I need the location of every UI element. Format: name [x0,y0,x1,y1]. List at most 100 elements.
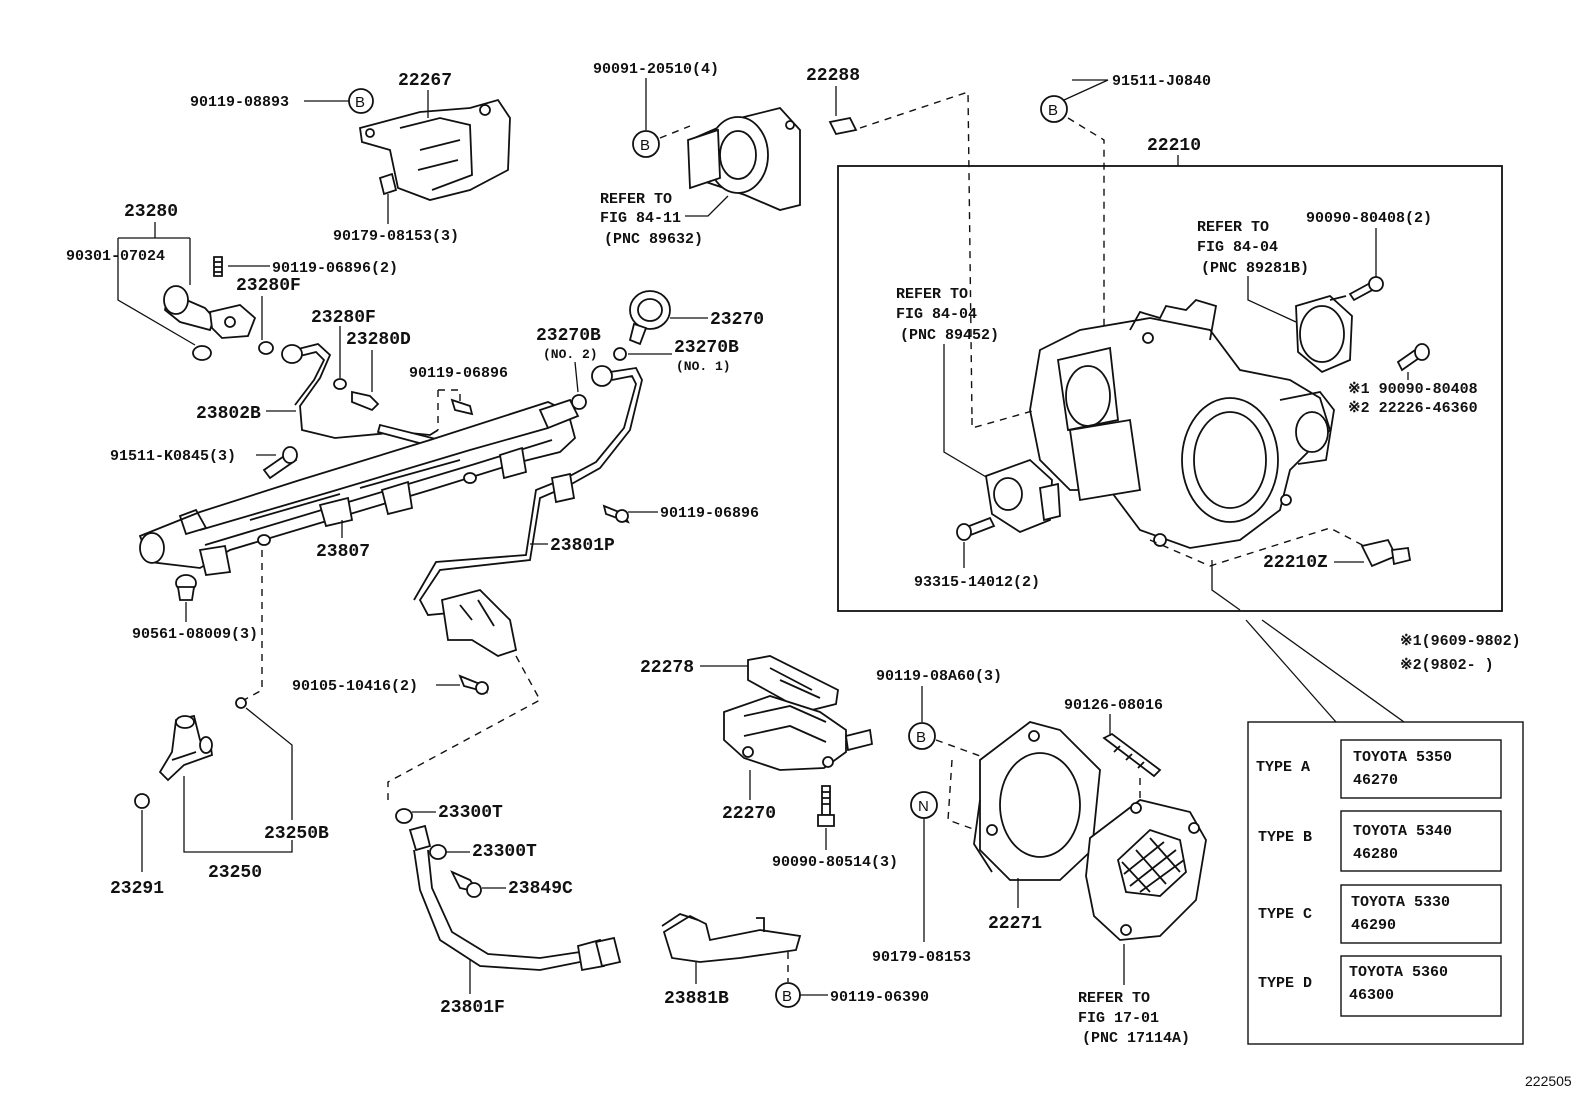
type-row-b: TYPE B TOYOTA 5340 46280 [1258,810,1502,872]
label-90561-08009-3: 90561-08009(3) [132,626,258,643]
label-90105-10416-2: 90105-10416(2) [292,678,418,695]
svg-text:TYPE D: TYPE D [1258,975,1312,992]
fuel-pipe-23801P [413,365,643,657]
figure-number: 222505 [1525,1073,1572,1089]
bracket-23270 [628,290,671,346]
screw-90090-80408 [1348,276,1384,302]
label-90091-20510-4: 90091-20510(4) [593,61,719,78]
gasket-23300T-b [429,844,447,860]
label-refer-84-11-a: REFER TO [600,191,672,208]
svg-text:TYPE B: TYPE B [1258,829,1312,846]
label-23280: 23280 [124,202,178,222]
svg-text:TOYOTA 5330: TOYOTA 5330 [1351,894,1450,911]
washer [258,341,274,355]
label-23300T-b: 23300T [472,842,537,862]
throttle-body-22210 [1029,298,1335,549]
circle-b-marker: B [348,88,374,114]
label-22288: 22288 [806,66,860,86]
label-91511-J0840: 91511-J0840 [1112,73,1211,90]
union-bolt-23849C [450,870,482,898]
gasket-22271 [973,721,1101,881]
label-refer-84-04b-c: (PNC 89452) [900,327,999,344]
stud-90126-08016 [1102,732,1162,778]
svg-text:46290: 46290 [1351,917,1396,934]
label-90179-08153-3: 90179-08153(3) [333,228,459,245]
pressure-regulator-23280 [163,285,257,361]
insulator-fig-17-01 [1085,799,1207,941]
fuel-hose-23802B [281,343,442,450]
air-flow-meter-fig-84-11 [687,106,801,211]
circle-n-marker: N [910,791,938,819]
svg-text:B: B [1048,102,1058,119]
type-table: TYPE A TOYOTA 5350 46270 TYPE B TOYOTA 5… [1247,721,1524,1045]
label-refer-84-04a-b: FIG 84-04 [1197,239,1278,256]
assembly-box-22210 [837,165,1503,612]
type-row-c: TYPE C TOYOTA 5330 46290 [1258,884,1502,944]
bolt-91511-K0845 [262,446,298,480]
label-23280D: 23280D [346,330,411,350]
type-row-d: TYPE D TOYOTA 5360 46300 [1258,955,1502,1017]
svg-text:46270: 46270 [1353,772,1398,789]
screw-93315-14012 [956,516,996,541]
bracket-23881B [661,913,802,963]
label-23270: 23270 [710,310,764,330]
label-90119-06390: 90119-06390 [830,989,929,1006]
label-no2: (NO. 2) [543,347,598,362]
circle-b-marker-3: B [775,982,801,1008]
gasket-23300T-a [395,808,413,824]
svg-text:TYPE C: TYPE C [1258,906,1312,923]
svg-text:N: N [918,798,929,815]
label-22278: 22278 [640,658,694,678]
throttle-position-sensor [984,458,1061,534]
gasket-22278 [747,655,839,713]
sensor-fig-84-04-a [1295,294,1353,374]
label-22271: 22271 [988,914,1042,934]
clip-22288 [828,116,858,136]
label-93315-14012-2: 93315-14012(2) [914,574,1040,591]
label-star2-part: ※2 22226-46360 [1348,400,1478,417]
sensor-22210Z [1360,538,1412,568]
label-23250B: 23250B [264,824,329,844]
gasket-23270B-no2 [571,394,587,410]
svg-text:TYPE A: TYPE A [1256,759,1310,776]
svg-text:TOYOTA 5360: TOYOTA 5360 [1349,964,1448,981]
circle-b-marker-4: B [908,722,936,750]
gasket-23270B-no1 [613,347,627,361]
label-22270: 22270 [722,804,776,824]
bracket-22267 [358,98,511,201]
label-refer-17-01-c: (PNC 17114A) [1082,1030,1190,1047]
label-23300T-a: 23300T [438,803,503,823]
label-refer-84-04a-a: REFER TO [1197,219,1269,236]
svg-text:B: B [782,988,792,1005]
label-23270B-no1: 23270B [674,338,739,358]
svg-text:B: B [355,94,365,111]
label-note1: ※1(9609-9802) [1400,633,1521,650]
label-22210Z: 22210Z [1263,553,1328,573]
label-star1-part: ※1 90090-80408 [1348,381,1478,398]
label-23270B-no2: 23270B [536,326,601,346]
label-23291: 23291 [110,879,164,899]
label-23807: 23807 [316,542,370,562]
label-23801P: 23801P [550,536,615,556]
label-90119-06896-2: 90119-06896(2) [272,260,398,277]
label-90119-06896-a: 90119-06896 [409,365,508,382]
label-23280F-a: 23280F [236,276,301,296]
plug-90561-08009 [175,574,197,601]
label-22267: 22267 [398,71,452,91]
bolt-90119-06896-b [602,504,630,524]
fuel-hose-23801F [408,824,622,972]
circle-b-marker-5: B [1040,95,1068,123]
label-22210: 22210 [1147,136,1201,156]
label-90119-08893: 90119-08893 [190,94,289,111]
idle-control-valve-22270 [723,695,874,771]
label-23881B: 23881B [664,989,729,1009]
label-90090-80514-3: 90090-80514(3) [772,854,898,871]
label-90126-08016: 90126-08016 [1064,697,1163,714]
label-90301-07024: 90301-07024 [66,248,165,265]
bolt-90105-10416 [458,674,489,695]
circle-b-marker-2: B [632,130,660,158]
svg-text:B: B [640,137,650,154]
label-refer-84-11-c: (PNC 89632) [604,231,703,248]
svg-text:46280: 46280 [1353,846,1398,863]
label-90179-08153: 90179-08153 [872,949,971,966]
